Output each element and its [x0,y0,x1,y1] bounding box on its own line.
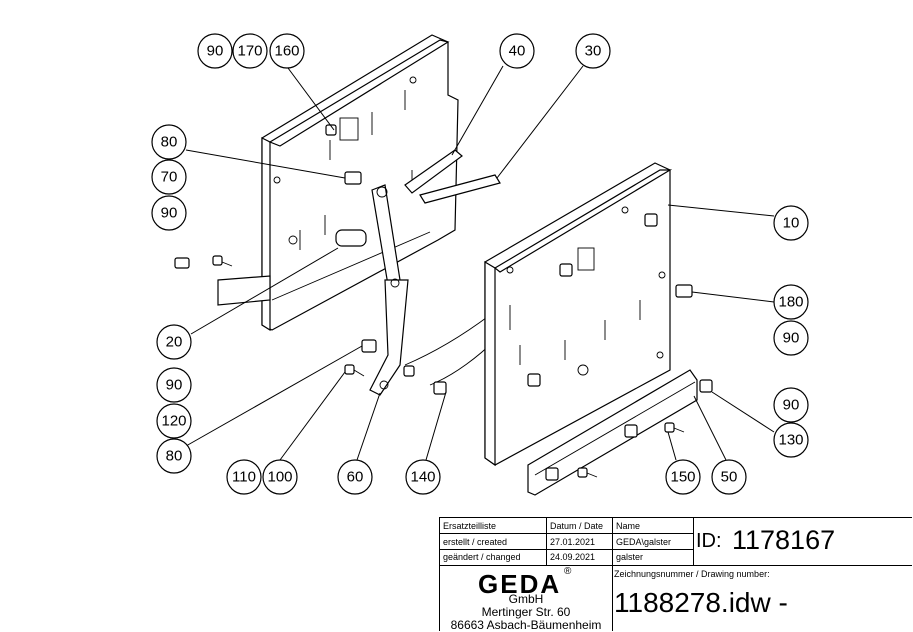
balloon-90: 90 [151,195,187,231]
registered-mark: ® [564,566,572,577]
svg-text:170: 170 [237,43,262,60]
changed-label: geändert / changed [443,552,521,562]
svg-text:160: 160 [274,43,299,60]
svg-text:90: 90 [166,377,183,394]
balloon-60: 60 [337,459,373,495]
svg-text:50: 50 [721,469,738,486]
balloon-70: 70 [151,159,187,195]
changed-name: galster [616,552,644,562]
svg-text:120: 120 [161,413,186,430]
balloon-160: 160 [269,33,305,69]
svg-text:60: 60 [347,469,364,486]
svg-text:180: 180 [778,294,803,311]
balloon-40: 40 [499,33,535,69]
balloon-90: 90 [773,320,809,356]
svg-text:100: 100 [267,469,292,486]
balloon-90: 90 [156,367,192,403]
linkage-arms [369,149,501,396]
company-street: Mertinger Str. 60 [481,605,571,619]
leader-lines [185,65,775,461]
front-wall-plate [484,162,673,467]
balloon-120: 120 [156,403,192,439]
balloon-170: 170 [232,33,268,69]
bottom-mounting-strip [527,369,698,496]
svg-text:70: 70 [161,169,178,186]
svg-text:90: 90 [161,205,178,222]
svg-text:30: 30 [585,43,602,60]
changed-date: 24.09.2021 [550,552,596,562]
balloon-130: 130 [773,422,809,458]
svg-text:10: 10 [783,215,800,232]
svg-text:90: 90 [783,397,800,414]
svg-text:80: 80 [161,134,178,151]
id-value: 1178167 [732,525,836,555]
balloon-50: 50 [711,459,747,495]
balloon-90: 90 [773,387,809,423]
balloon-140: 140 [405,459,441,495]
company-city: 86663 Asbach-Bäumenheim [450,618,602,632]
balloon-90: 90 [197,33,233,69]
company-form: GmbH [508,592,544,606]
balloon-110: 110 [226,459,262,495]
balloon-20: 20 [156,324,192,360]
svg-text:40: 40 [509,43,526,60]
balloon-10: 10 [773,205,809,241]
balloon-80: 80 [151,124,187,160]
id-label: ID: [696,530,722,552]
svg-text:90: 90 [783,330,800,347]
svg-text:110: 110 [232,469,256,486]
svg-text:130: 130 [778,432,803,449]
parts-list-label: Ersatzteilliste [443,521,497,531]
created-name: GEDA\galster [616,537,672,547]
name-header: Name [616,521,641,531]
balloon-180: 180 [773,284,809,320]
drawing-number-label: Zeichnungsnummer / Drawing number: [614,569,770,579]
created-label: erstellt / created [443,537,508,547]
balloon-100: 100 [262,459,298,495]
drawing-number: 1188278.idw - [614,587,788,618]
date-header: Datum / Date [550,521,604,531]
svg-text:140: 140 [410,469,435,486]
balloon-150: 150 [665,459,701,495]
svg-text:20: 20 [166,334,183,351]
balloon-80: 80 [156,438,192,474]
title-block: Ersatzteilliste Datum / Date Name erstel… [439,517,912,632]
company-logo: GEDA [478,569,562,599]
svg-text:90: 90 [207,43,224,60]
fasteners [174,124,713,481]
balloon-30: 30 [575,33,611,69]
svg-text:150: 150 [670,469,695,486]
svg-text:80: 80 [166,448,183,465]
created-date: 27.01.2021 [550,537,596,547]
